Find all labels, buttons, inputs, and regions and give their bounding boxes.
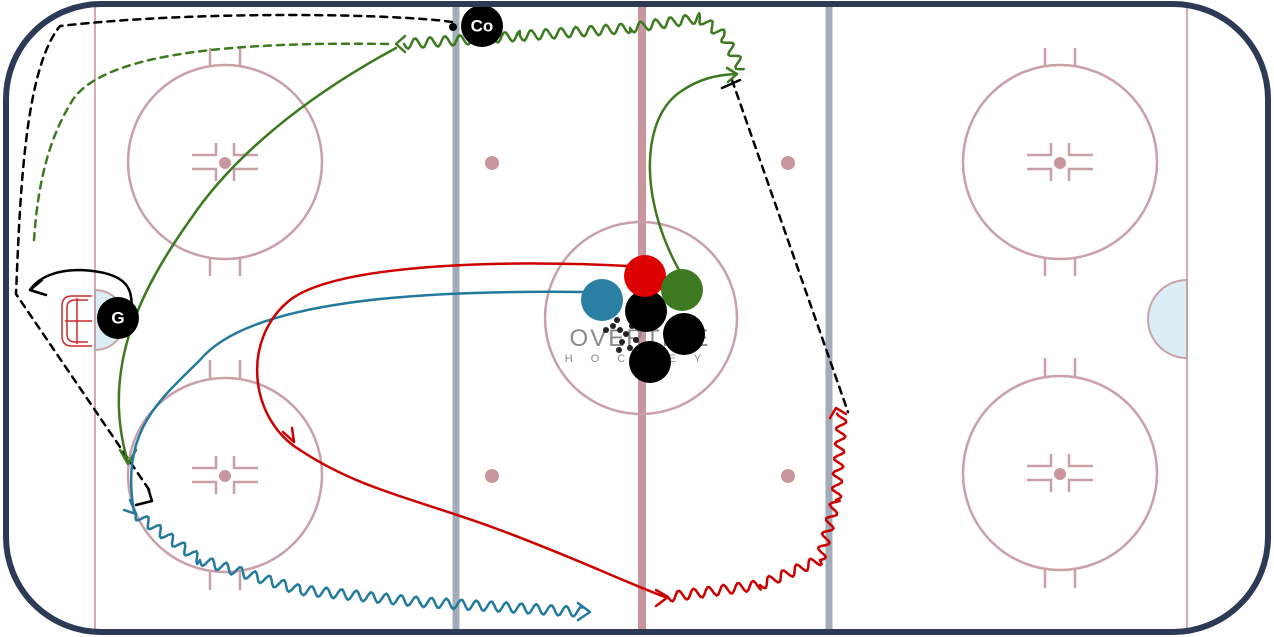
- goal-net-left: [61, 295, 92, 347]
- green-diagonal-route: [117, 46, 398, 464]
- green-skate-route: [648, 72, 737, 272]
- green-skate-arrowhead: [725, 66, 739, 84]
- blue-carry-arrowhead: [576, 601, 592, 622]
- faceoff-circle-bottom-right: [961, 358, 1159, 588]
- faceoff-dot: [219, 470, 231, 482]
- goalie-label: G: [111, 309, 124, 328]
- red-puck-carry: [666, 412, 848, 603]
- blue-puck-carry: [134, 512, 584, 618]
- coach-label: Co: [471, 17, 494, 36]
- goal-crease-right: [1147, 278, 1188, 360]
- player-black[interactable]: [629, 341, 671, 383]
- faceoff-dot: [219, 157, 231, 169]
- green-carry-arrowhead: [394, 34, 407, 54]
- coach-pass-route: [14, 13, 454, 496]
- goalie-arrowhead: [28, 278, 48, 297]
- faceoff-circle-bottom-left: [126, 360, 324, 590]
- player-red[interactable]: [624, 255, 666, 297]
- goalie-marker[interactable]: G: [97, 297, 139, 339]
- center-faceoff-circle: [543, 220, 739, 416]
- faceoff-dot: [1054, 468, 1066, 480]
- faceoff-circle-top-left: [126, 48, 324, 276]
- pass-tail: [720, 78, 742, 90]
- rink-boards: [3, 1, 1271, 635]
- player-green[interactable]: [661, 269, 703, 311]
- player-black[interactable]: [625, 290, 667, 332]
- neutral-zone-dot: [781, 156, 795, 170]
- red-skate-route: [255, 262, 667, 599]
- red-carry-arrowhead: [828, 406, 848, 420]
- coach-marker[interactable]: Co: [461, 5, 503, 47]
- player-group-center: [581, 255, 705, 383]
- neutral-zone-dot: [781, 469, 795, 483]
- green-dashed-route: [32, 42, 390, 242]
- neutral-zone-dot: [485, 156, 499, 170]
- player-blue[interactable]: [581, 279, 623, 321]
- faceoff-circle-top-right: [961, 48, 1159, 276]
- green-puck-carry: [402, 11, 745, 71]
- pass-arrowhead: [134, 486, 154, 507]
- red-midroute-arrowhead: [281, 426, 296, 444]
- pass-route-right: [730, 78, 850, 414]
- player-black[interactable]: [663, 313, 705, 355]
- faceoff-dot: [1054, 157, 1066, 169]
- neutral-zone-dot: [485, 469, 499, 483]
- pass-origin-dot: [449, 23, 457, 31]
- blue-skate-route: [129, 290, 586, 514]
